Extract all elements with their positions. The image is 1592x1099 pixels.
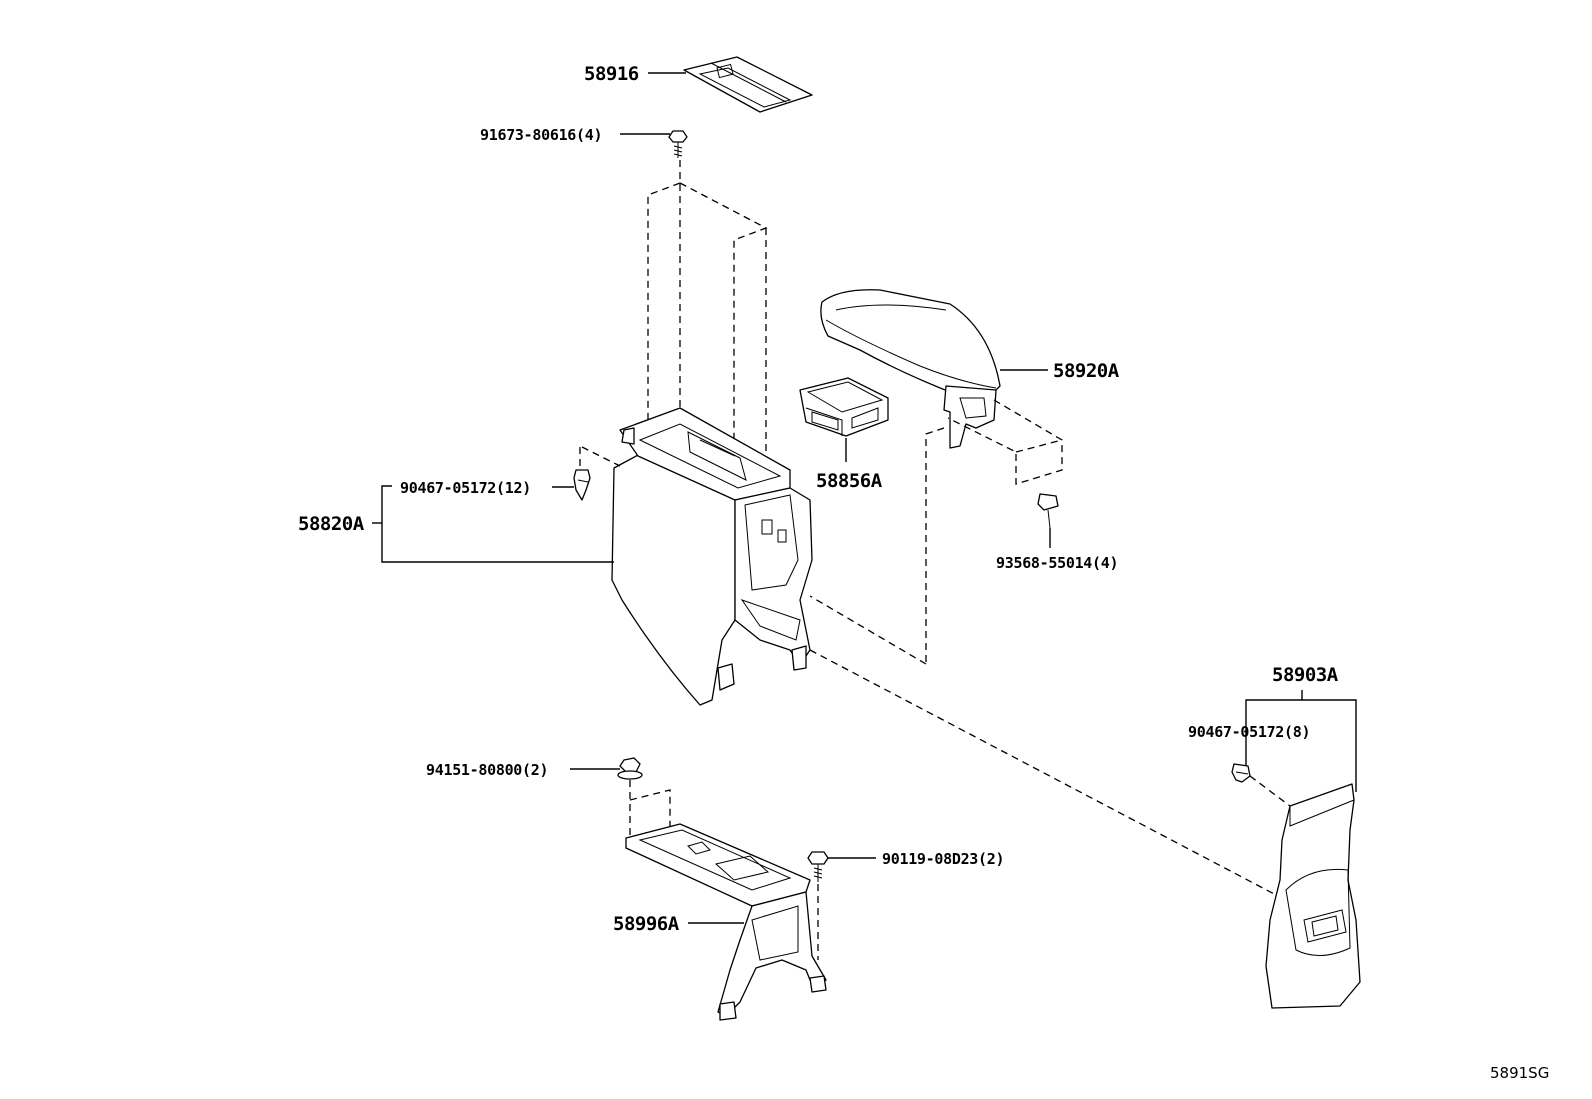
leader-58820A: [381, 485, 392, 523]
guide-clip-8: [1249, 775, 1291, 807]
label-58820A[interactable]: 58820A: [298, 513, 365, 535]
leader-58820A-bottom: [381, 523, 614, 563]
guide-clip-12: [581, 446, 621, 467]
label-94151[interactable]: 94151-80800(2): [426, 761, 549, 779]
label-58920A[interactable]: 58920A: [1053, 360, 1120, 382]
label-58996A[interactable]: 58996A: [613, 913, 680, 935]
bolt-91673-icon[interactable]: [668, 130, 688, 158]
label-58856A[interactable]: 58856A: [816, 470, 883, 492]
label-91673[interactable]: 91673-80616(4): [480, 126, 603, 144]
label-90119[interactable]: 90119-08D23(2): [882, 850, 1005, 868]
label-58903A[interactable]: 58903A: [1272, 664, 1339, 686]
screw-93568-icon[interactable]: [1037, 493, 1059, 529]
label-90467-12[interactable]: 90467-05172(12): [400, 479, 531, 497]
clip-90467-icon[interactable]: [573, 469, 591, 501]
part-58996A-bracket[interactable]: [625, 823, 827, 1021]
diagram-code: 5891SG: [1490, 1064, 1549, 1082]
part-58916-mat[interactable]: [683, 56, 813, 113]
label-90467-8[interactable]: 90467-05172(8): [1188, 723, 1311, 741]
bolt-90119-icon[interactable]: [807, 851, 829, 882]
guide-line-58903A: [809, 649, 1279, 897]
guide-lines-bracket: [629, 780, 671, 838]
part-58903A-rear-panel[interactable]: [1265, 783, 1361, 1009]
part-58920A-armrest[interactable]: [820, 289, 1001, 449]
leader-58903A: [1245, 699, 1357, 792]
nut-94151-icon[interactable]: [617, 757, 643, 780]
label-58916[interactable]: 58916: [584, 63, 639, 85]
clip-90467-8-icon[interactable]: [1231, 763, 1251, 783]
guide-lines-armrest: [809, 399, 1063, 665]
guide-lines-top: [647, 160, 768, 530]
part-58820A-console-box[interactable]: [611, 407, 813, 706]
label-93568[interactable]: 93568-55014(4): [996, 554, 1119, 572]
part-58856A-tray[interactable]: [799, 377, 889, 437]
